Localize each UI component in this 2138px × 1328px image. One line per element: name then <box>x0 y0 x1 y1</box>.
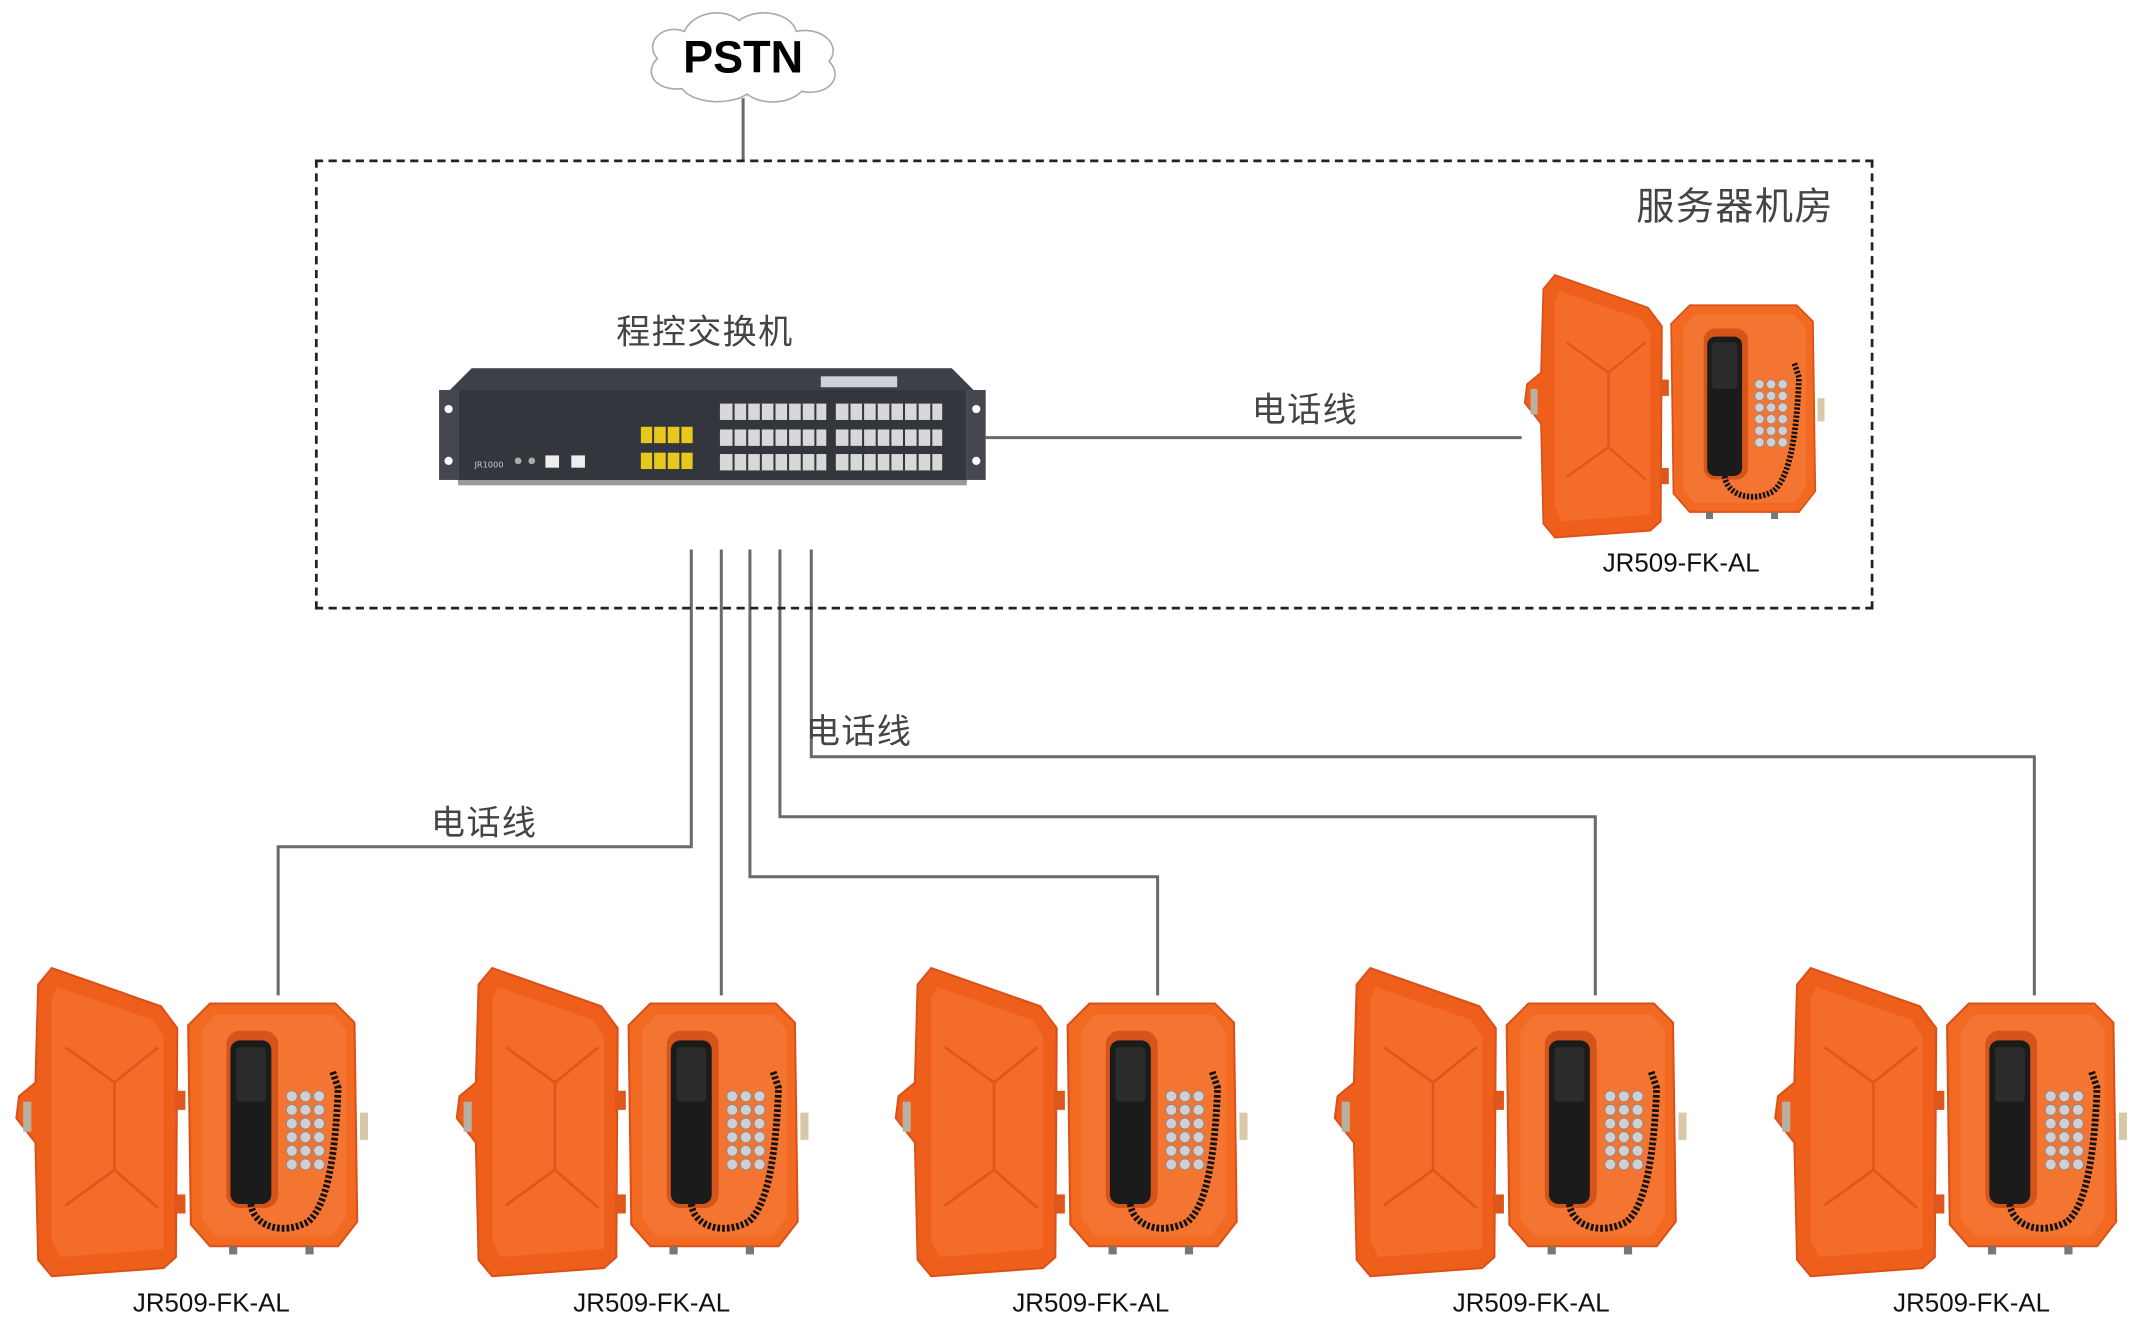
switch-model-label: JR1000 <box>474 460 504 471</box>
server-room-phone-icon <box>1518 273 1828 540</box>
field-phone-5-icon <box>1770 965 2127 1279</box>
server-room-boundary <box>314 159 1874 610</box>
server-room-phone-model: JR509-FK-AL <box>1602 549 1760 579</box>
wire-label-server: 电话线 <box>1251 389 1359 430</box>
wire-label-field-left: 电话线 <box>430 803 538 843</box>
field-phone-5-model: JR509-FK-AL <box>1893 1289 2051 1319</box>
server-room-label: 服务器机房 <box>1636 184 1834 230</box>
pstn-label: PSTN <box>683 31 804 82</box>
pstn-cloud: PSTN <box>641 7 846 105</box>
cloud-icon <box>650 12 836 103</box>
field-phone-1-icon <box>11 965 368 1279</box>
field-phone-3-icon <box>890 965 1247 1279</box>
field-phone-1-model: JR509-FK-AL <box>132 1289 290 1319</box>
wire-label-field-right: 电话线 <box>805 711 913 752</box>
field-phone-4-icon <box>1329 965 1686 1279</box>
switch-label: 程控交换机 <box>616 312 794 352</box>
phone-line-1 <box>276 549 693 996</box>
field-phone-2-icon <box>451 965 808 1279</box>
pbx-switch-icon <box>439 368 986 486</box>
field-phone-3-model: JR509-FK-AL <box>1012 1289 1170 1319</box>
phone-line-3 <box>748 549 1160 996</box>
field-phone-2-model: JR509-FK-AL <box>573 1289 731 1319</box>
pbx-switch: JR1000 <box>439 368 986 486</box>
field-phone-4-model: JR509-FK-AL <box>1452 1289 1610 1319</box>
phone-line-4 <box>778 549 1597 996</box>
phone-line-5 <box>809 549 2036 996</box>
